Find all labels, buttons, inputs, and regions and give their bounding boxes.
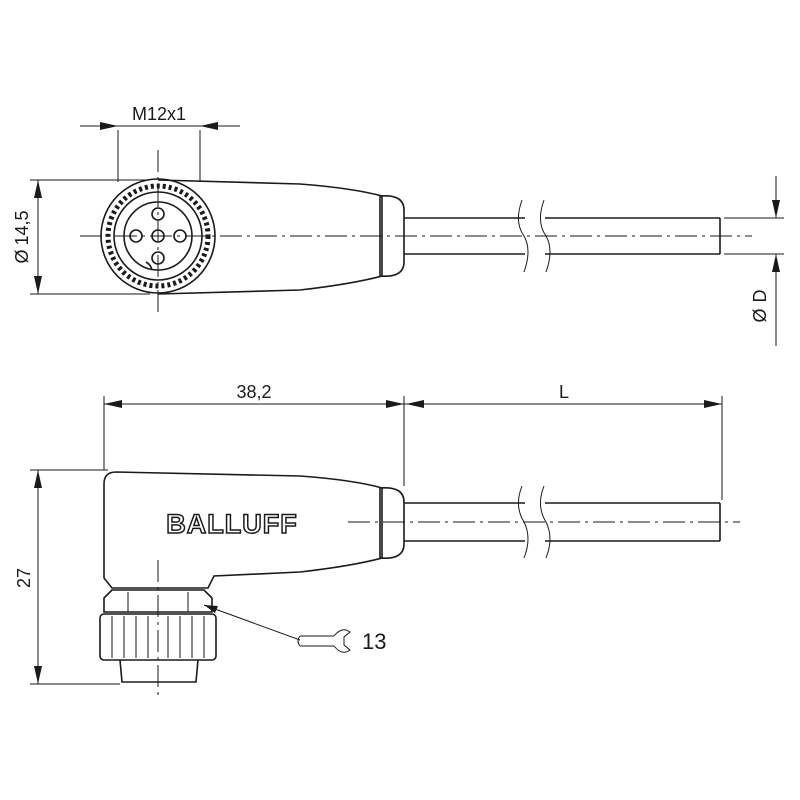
- wrench-leader-line: [203, 604, 301, 641]
- pin-4: [129, 229, 143, 243]
- cable-length-label: L: [559, 382, 569, 402]
- cable-dia-label-group: ØD: [750, 289, 770, 322]
- knurled-coupling-nut: [99, 613, 217, 661]
- side-break-mark-2: [540, 485, 551, 559]
- coupling-nut-knurl: [105, 183, 211, 289]
- thread-arrow-right: [200, 122, 218, 130]
- side-break-mark-1: [518, 485, 529, 559]
- pin-1: [151, 207, 165, 221]
- head-dia-label: Ø14,5: [12, 210, 32, 263]
- top-break-mark-1: [518, 199, 529, 273]
- pin-center: [151, 229, 165, 243]
- cable-dia-label: ØD: [750, 289, 770, 322]
- top-strain-relief: [379, 194, 405, 278]
- top-break-mark-2: [540, 199, 551, 273]
- coupling-nut-inner: [113, 191, 203, 281]
- diameter-symbol: Ø: [12, 250, 32, 264]
- body-length-arrow-right: [386, 400, 404, 408]
- head-dia-label-group: Ø14,5: [12, 210, 32, 263]
- top-view: M12x1 Ø14,5 ØD: [12, 104, 784, 346]
- cable-length-arrow-right: [704, 400, 722, 408]
- height-arrow-top: [34, 470, 42, 488]
- thread-label: M12x1: [132, 104, 186, 124]
- height-label-group: 27: [14, 568, 34, 588]
- side-housing-outline: [103, 471, 383, 589]
- wrench-leader-arrow: [204, 605, 218, 613]
- pin-3: [151, 251, 165, 265]
- side-view: BALLUFF: [14, 382, 740, 700]
- knurl-lines: [111, 616, 205, 658]
- hex-nut: [103, 589, 213, 613]
- brand-logo: BALLUFF: [166, 509, 297, 539]
- coding-key: [145, 261, 153, 271]
- coupling-nut-outer: [100, 178, 216, 294]
- pin-2: [173, 229, 187, 243]
- socket-tip: [119, 659, 199, 683]
- body-length-label: 38,2: [236, 382, 271, 402]
- cable-length-arrow-left: [406, 400, 424, 408]
- cable-dia-arrow-top: [772, 200, 780, 218]
- socket-face: [123, 201, 193, 271]
- height-arrow-bottom: [34, 666, 42, 684]
- side-strain-relief: [379, 486, 405, 560]
- wrench-icon: [297, 629, 351, 653]
- head-dia-arrow-top: [34, 180, 42, 198]
- body-length-arrow-left: [104, 400, 122, 408]
- head-dia-arrow-bottom: [34, 276, 42, 294]
- cable-dia-arrow-bottom: [772, 254, 780, 272]
- thread-arrow-left: [100, 122, 118, 130]
- top-housing-outline: [157, 179, 383, 295]
- wrench-size-label: 13: [362, 629, 386, 654]
- height-label: 27: [14, 568, 34, 588]
